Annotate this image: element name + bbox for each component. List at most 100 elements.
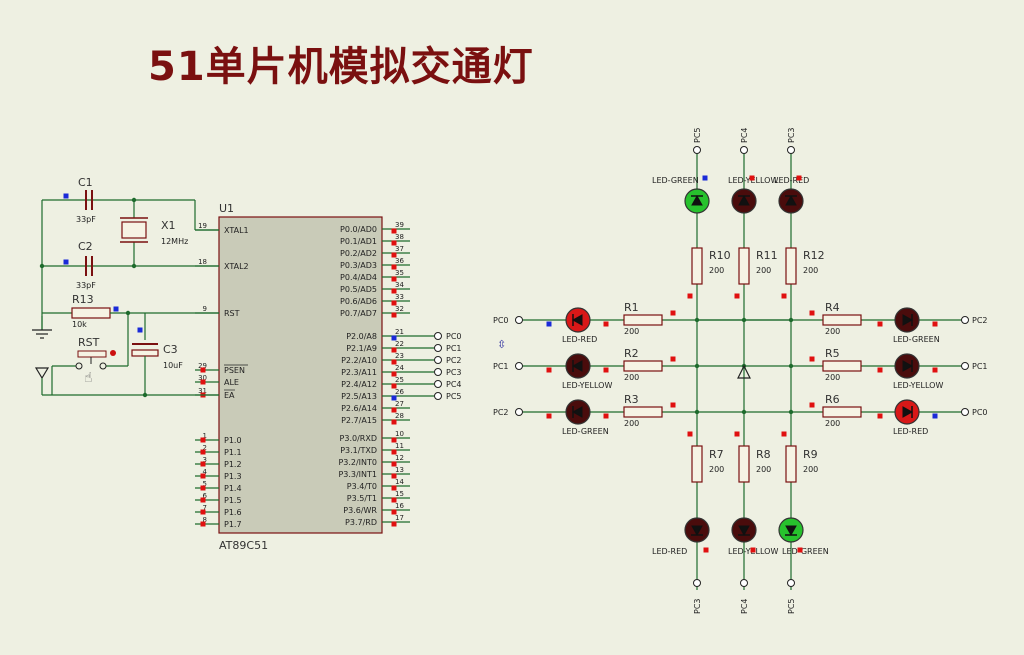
- pin-state-marker: [391, 461, 397, 467]
- resistor-r12: [785, 247, 797, 285]
- junction-dot: [788, 317, 794, 323]
- led-triangle-icon: [738, 194, 750, 206]
- led-symbol-icon: [902, 360, 914, 372]
- net-label: PC5: [787, 599, 796, 615]
- pin-name-label: RST: [224, 309, 240, 318]
- led-symbol-icon: [571, 406, 583, 418]
- pin-state-marker: [687, 431, 693, 437]
- pin-name-label: P0.2/AD2: [340, 249, 377, 258]
- pin-number-label: 24: [395, 364, 404, 372]
- net-label: PC1: [446, 344, 462, 353]
- led-name-label: LED-GREEN: [782, 547, 829, 556]
- pin-state-marker: [63, 193, 69, 199]
- crystal-x1-icon: [121, 221, 147, 239]
- pin-name-label: P3.1/TXD: [340, 446, 377, 455]
- led-symbol-icon: [902, 314, 914, 326]
- resistor-ref-label: R10: [709, 249, 731, 262]
- c3-value-label: 10uF: [163, 361, 183, 370]
- c1-ref-label: C1: [78, 176, 93, 189]
- pin-state-marker: [932, 367, 938, 373]
- net-label: PC2: [493, 408, 509, 417]
- pin-state-marker: [877, 321, 883, 327]
- pin-name-label: EA: [224, 391, 235, 400]
- pin-number-label: 23: [395, 352, 404, 360]
- pin-state-marker: [391, 228, 397, 234]
- pin-number-label: 3: [203, 456, 207, 464]
- pin-state-marker: [113, 306, 119, 312]
- led-triangle-icon: [785, 525, 797, 537]
- pin-state-marker: [603, 321, 609, 327]
- pin-state-marker: [391, 359, 397, 365]
- pin-number-label: 9: [203, 305, 207, 313]
- resistor-value-label: 200: [624, 419, 639, 428]
- pin-state-marker: [200, 497, 206, 503]
- pin-name-label: P0.0/AD0: [340, 225, 377, 234]
- pin-number-label: 7: [203, 504, 207, 512]
- pin-state-marker: [670, 402, 676, 408]
- junction-dot: [39, 263, 45, 269]
- pin-number-label: 8: [203, 516, 207, 524]
- net-label: PC0: [493, 316, 509, 325]
- pin-state-marker: [200, 367, 206, 373]
- pin-name-label: P1.7: [224, 520, 242, 529]
- terminal-icon: [515, 316, 523, 324]
- pin-number-label: 25: [395, 376, 404, 384]
- junction-dot: [741, 317, 747, 323]
- pin-number-label: 22: [395, 340, 404, 348]
- pin-state-marker: [702, 175, 708, 181]
- pin-name-label: P3.7/RD: [345, 518, 377, 527]
- pin-number-label: 38: [395, 233, 404, 241]
- pin-state-marker: [200, 461, 206, 467]
- resistor-ref-label: R9: [803, 448, 818, 461]
- led-triangle-icon: [902, 406, 914, 418]
- pin-state-marker: [603, 413, 609, 419]
- resistor-r9: [785, 445, 797, 483]
- pin-state-marker: [877, 413, 883, 419]
- capacitor-c3-plate: [131, 349, 159, 357]
- pin-state-marker: [200, 509, 206, 515]
- pin-state-marker: [391, 371, 397, 377]
- pin-state-marker: [932, 413, 938, 419]
- led-name-label: LED-RED: [893, 427, 928, 436]
- resistor-ref-label: R1: [624, 301, 639, 314]
- pin-name-label: P1.0: [224, 436, 242, 445]
- pin-state-marker: [391, 240, 397, 246]
- pin-state-marker: [391, 383, 397, 389]
- pin-name-label: XTAL1: [224, 226, 249, 235]
- pin-state-marker: [809, 310, 815, 316]
- pin-number-label: 2: [203, 444, 207, 452]
- led-symbol-icon: [691, 194, 703, 206]
- c1-value-label: 33pF: [76, 215, 96, 224]
- pin-state-marker: [703, 547, 709, 553]
- pin-name-label: P3.3/INT1: [338, 470, 377, 479]
- resistor-value-label: 200: [803, 266, 818, 275]
- pin-name-label: P1.1: [224, 448, 242, 457]
- pin-state-marker: [391, 252, 397, 258]
- pin-state-marker: [391, 449, 397, 455]
- led-name-label: LED-GREEN: [562, 427, 609, 436]
- led-symbol-icon: [902, 406, 914, 418]
- terminal-icon: [434, 332, 442, 340]
- net-label: PC0: [446, 332, 462, 341]
- pin-number-label: 28: [395, 412, 404, 420]
- net-label: PC4: [740, 599, 749, 615]
- pin-name-label: P0.4/AD4: [340, 273, 377, 282]
- pin-number-label: 13: [395, 466, 404, 474]
- terminal-icon: [434, 392, 442, 400]
- power-icon: [737, 364, 751, 379]
- pin-state-marker: [750, 547, 756, 553]
- led-triangle-icon: [691, 525, 703, 537]
- hand-cursor-icon: ☝: [84, 370, 93, 386]
- pin-name-label: P2.0/A8: [346, 332, 377, 341]
- junction-dot: [131, 263, 137, 269]
- move-cursor-icon: ⇳: [497, 338, 506, 351]
- resistor-ref-label: R7: [709, 448, 724, 461]
- pin-number-label: 19: [198, 222, 207, 230]
- pin-number-label: 35: [395, 269, 404, 277]
- resistor-r7: [691, 445, 703, 483]
- led-triangle-icon: [571, 360, 583, 372]
- x1-ref-label: X1: [161, 219, 176, 232]
- pin-state-marker: [932, 321, 938, 327]
- resistor-r1: [623, 314, 663, 326]
- resistor-r6: [822, 406, 862, 418]
